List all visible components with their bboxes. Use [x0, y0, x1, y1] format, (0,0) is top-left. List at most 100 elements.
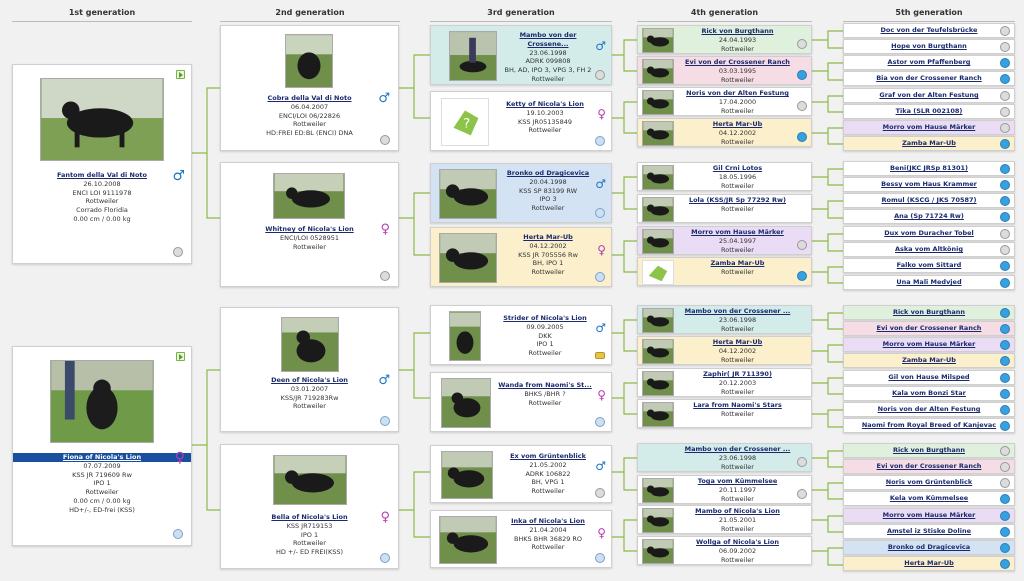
dog-photo[interactable] [273, 173, 345, 219]
registry-icon[interactable] [595, 70, 605, 80]
dog-name[interactable]: Morro vom Hause Märker [691, 228, 784, 236]
dog-name[interactable]: Mambo von der Crossener ... [684, 445, 791, 453]
dog-card-gen5[interactable]: Bessy vom Haus Krammer [843, 177, 1015, 192]
dog-name[interactable]: Zamba Mar-Ub [710, 259, 765, 267]
dog-card-gen5[interactable]: Falko vom Sittard [843, 258, 1015, 273]
registry-icon[interactable] [1000, 42, 1010, 52]
dog-card-gen2[interactable]: Cobra della Val di Noto 06.04.2007 ENCI/… [220, 25, 399, 151]
dog-name[interactable]: Evi von der Crossener Ranch [876, 324, 982, 332]
dog-card-gen5[interactable]: Tika (SLR 002108) [843, 104, 1015, 119]
registry-icon[interactable] [173, 247, 183, 257]
dog-name[interactable]: Fiona of Nicola's Lion [13, 453, 191, 462]
dog-card-gen3[interactable]: Mambo von der Crossene... 23.06.1998 ADR… [430, 25, 612, 85]
registry-icon[interactable] [1000, 180, 1010, 190]
registry-icon[interactable] [1000, 58, 1010, 68]
dog-name[interactable]: Ketty of Nicola's Lion [506, 100, 584, 108]
dog-name[interactable]: Graf von der Alten Festung [879, 91, 979, 99]
registry-icon[interactable] [1000, 478, 1010, 488]
dog-photo[interactable] [441, 451, 493, 499]
registry-icon[interactable] [797, 240, 807, 250]
dog-card-gen5[interactable]: Ana (Sp 71724 Rw) [843, 209, 1015, 224]
dog-name[interactable]: Wollga of Nicola's Lion [696, 538, 779, 546]
dog-card-gen5[interactable]: Zamba Mar-Ub [843, 353, 1015, 368]
dog-card-gen5[interactable]: Noris vom Grüntenblick [843, 475, 1015, 490]
placeholder-photo[interactable] [642, 260, 674, 285]
dog-name[interactable]: Mambo of Nicola's Lion [695, 507, 780, 515]
dog-name[interactable]: Mambo von der Crossene... [519, 31, 577, 48]
dog-card-gen5[interactable]: Bia von der Crossener Ranch [843, 71, 1015, 86]
registry-icon[interactable] [1000, 26, 1010, 36]
dog-card-gen1[interactable]: Fantom della Val di Noto 26.10.2008 ENCI… [12, 64, 192, 264]
dog-name[interactable]: Noris von der Alten Festung [686, 89, 789, 97]
registry-icon[interactable] [1000, 389, 1010, 399]
dog-photo[interactable] [642, 197, 674, 222]
video-icon[interactable] [176, 70, 185, 79]
dog-card-gen5[interactable]: Naomi from Royal Breed of Kanjevac [843, 418, 1015, 433]
registry-icon[interactable] [1000, 261, 1010, 271]
dog-name[interactable]: Mambo von der Crossener ... [684, 307, 791, 315]
dog-card-gen5[interactable]: Rick von Burgthann [843, 443, 1015, 458]
dog-name[interactable]: Lola (KSS/JR Sp 77292 Rw) [688, 196, 787, 204]
registry-icon[interactable] [1000, 494, 1010, 504]
registry-icon[interactable] [1000, 164, 1010, 174]
registry-icon[interactable] [1000, 308, 1010, 318]
dog-card-gen5[interactable]: Rick von Burgthann [843, 305, 1015, 320]
registry-icon[interactable] [1000, 74, 1010, 84]
dog-name[interactable]: Zamba Mar-Ub [902, 139, 956, 147]
registry-icon[interactable] [797, 70, 807, 80]
registry-icon[interactable] [595, 417, 605, 427]
dog-photo[interactable] [642, 478, 674, 503]
dog-name[interactable]: Bronko od Dragicevica [506, 169, 590, 177]
dog-card-gen5[interactable]: Bronko od Dragicevica [843, 540, 1015, 555]
dog-card-gen5[interactable]: Amstel iz Stiske Doline [843, 524, 1015, 539]
dog-name[interactable]: Gil von Hause Milsped [888, 373, 970, 381]
dog-photo[interactable] [642, 339, 674, 364]
dog-photo[interactable] [439, 233, 497, 283]
dog-name[interactable]: Gil Crni Lotos [712, 164, 763, 172]
dog-name[interactable]: Beni(JKC JRSp 81301) [890, 164, 968, 172]
dog-name[interactable]: Hope von Burgthann [891, 42, 967, 50]
dog-name[interactable]: Rick von Burgthann [892, 308, 966, 316]
dog-name[interactable]: Fantom della Val di Noto [56, 171, 148, 179]
dog-photo[interactable] [642, 165, 674, 190]
dog-name[interactable]: Deen of Nicola's Lion [271, 376, 348, 384]
dog-name[interactable]: Lara from Naomi's Stars [693, 401, 782, 409]
registry-icon[interactable] [1000, 324, 1010, 334]
registry-icon[interactable] [797, 101, 807, 111]
registry-icon[interactable] [1000, 123, 1010, 133]
dog-name[interactable]: Evi von der Crossener Ranch [876, 462, 982, 470]
registry-icon[interactable] [797, 271, 807, 281]
dog-card-gen5[interactable]: Astor vom Pfaffenberg [843, 55, 1015, 70]
dog-name[interactable]: Strider of Nicola's Lion [503, 314, 587, 322]
dog-name[interactable]: Wanda from Naomi's St... [498, 381, 592, 389]
dog-photo[interactable] [642, 308, 674, 333]
dog-name[interactable]: Falko vom Sittard [896, 261, 962, 269]
dog-name[interactable]: Morro vom Hause Märker [882, 340, 976, 348]
registry-icon[interactable] [595, 272, 605, 282]
dog-name[interactable]: Whitney of Nicola's Lion [265, 225, 354, 233]
dog-name[interactable]: Dux vom Duracher Tobel [884, 229, 974, 237]
registry-icon[interactable] [1000, 527, 1010, 537]
dog-card-gen5[interactable]: Herta Mar-Ub [843, 556, 1015, 571]
dog-card-gen2[interactable]: Whitney of Nicola's Lion ENCI/LOI 052895… [220, 162, 399, 287]
video-icon[interactable] [176, 352, 185, 361]
dog-photo[interactable] [642, 28, 674, 53]
registry-icon[interactable] [595, 488, 605, 498]
registry-icon[interactable] [595, 208, 605, 218]
dog-photo[interactable] [642, 59, 674, 84]
dog-card-gen5[interactable]: Gil von Hause Milsped [843, 370, 1015, 385]
registry-icon[interactable] [595, 553, 605, 563]
dog-card-gen5[interactable]: Aska vom Altkönig [843, 242, 1015, 257]
dog-card-gen5[interactable]: Morro vom Hause Märker [843, 120, 1015, 135]
dog-card-gen5[interactable]: Graf von der Alten Festung [843, 88, 1015, 103]
dog-photo[interactable] [439, 169, 497, 219]
dog-name[interactable]: Evi von der Crossener Ranch [685, 58, 790, 66]
dog-name[interactable]: Bella of Nicola's Lion [271, 513, 348, 521]
dog-card-gen5[interactable]: Kela vom Kümmelsee [843, 491, 1015, 506]
